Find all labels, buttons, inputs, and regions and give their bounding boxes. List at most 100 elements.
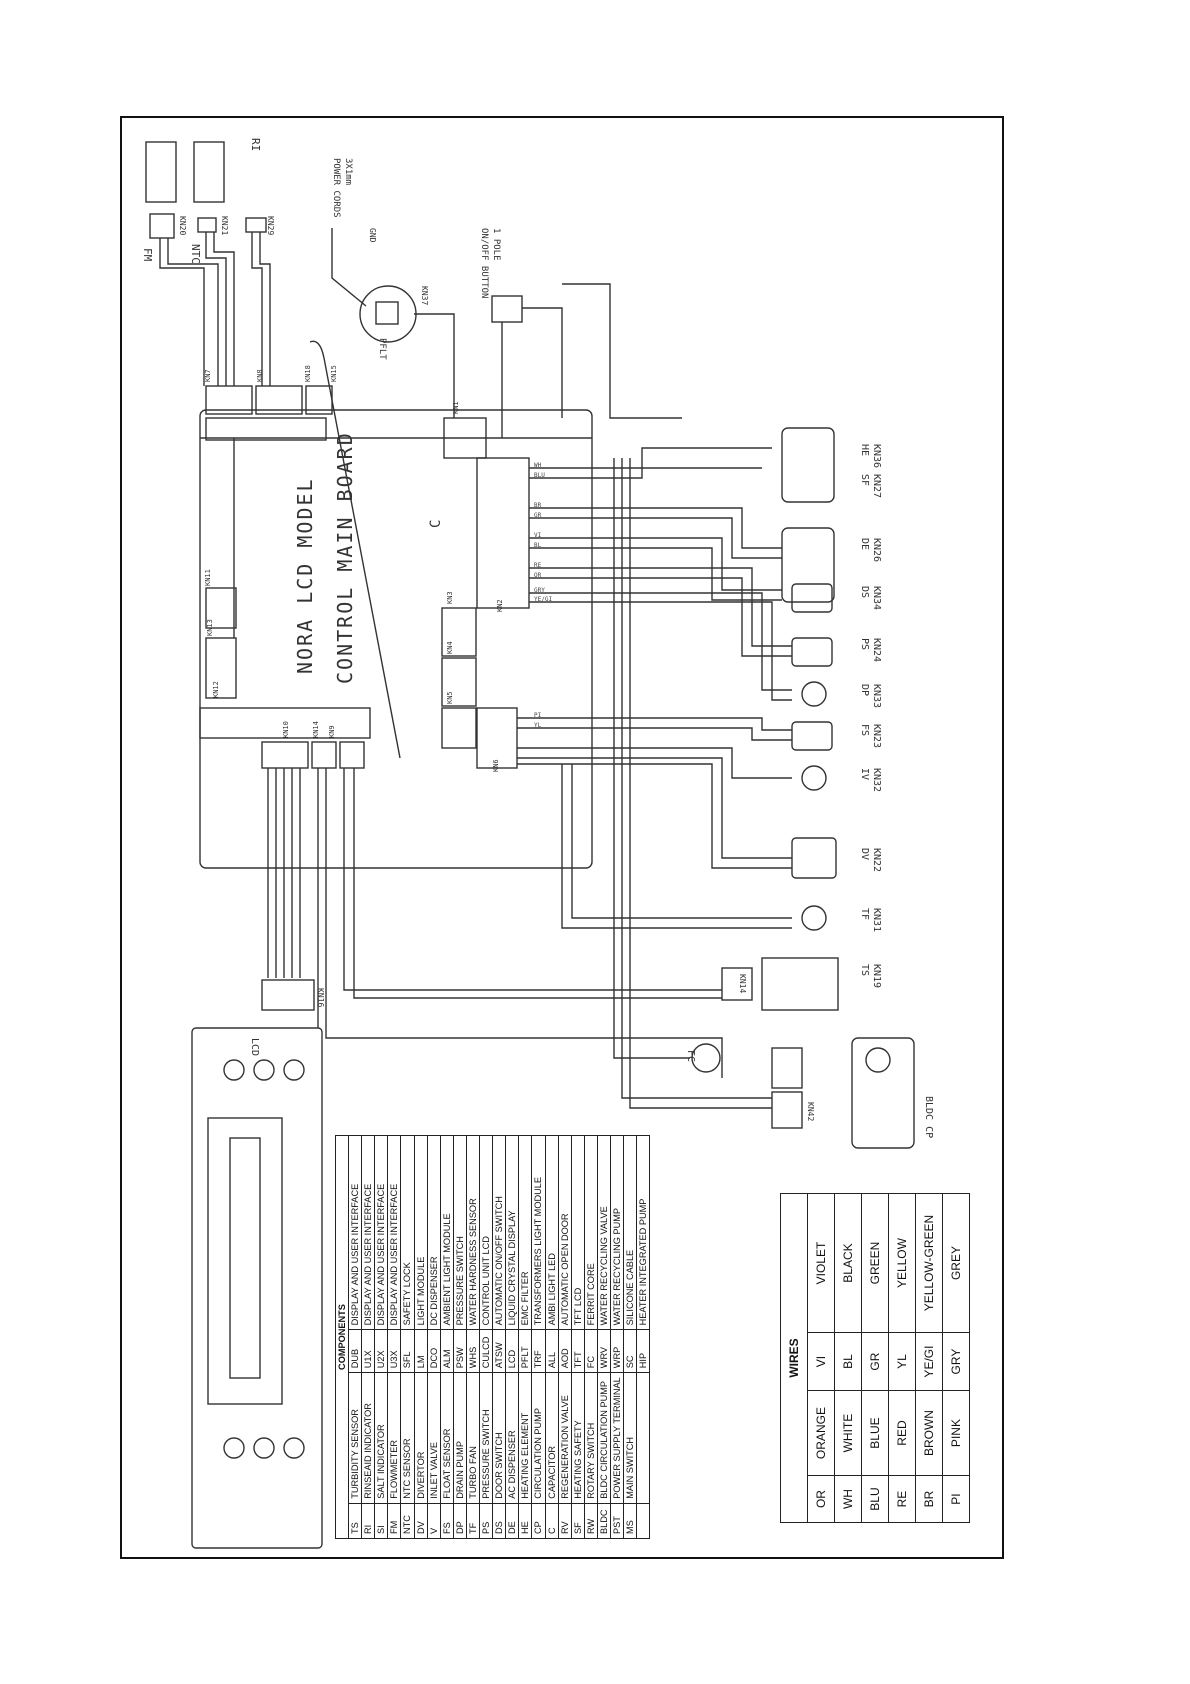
power-cords-spec: 3X1mm [343, 158, 353, 185]
component-code: SF [571, 1503, 585, 1539]
wire-code: BLU [861, 1475, 889, 1523]
component-code: PS [479, 1503, 493, 1539]
component-description: SAFETY LOCK [400, 1135, 415, 1330]
board-connector-label: KN3 [446, 591, 454, 604]
component-description: PRESSURE SWITCH [479, 1372, 493, 1504]
component-code: LCD [505, 1329, 519, 1373]
lcd-screen [207, 1117, 283, 1405]
right-component-code: PS [859, 638, 870, 650]
kn1-connector [443, 417, 487, 459]
component-description: POWER SUPPLY TERMINAL [610, 1372, 624, 1504]
de-module [781, 527, 835, 603]
component-description: LIGHT MODULE [414, 1135, 428, 1330]
control-board-outline [199, 409, 593, 869]
board-connector-label: KN10 [282, 721, 290, 738]
lcd-label: LCD [249, 1038, 260, 1056]
kn7-connector [205, 385, 253, 415]
wire-code: GRY [942, 1332, 970, 1391]
kn21-label: KN21 [220, 216, 229, 235]
component-description: SILICONE CABLE [623, 1135, 637, 1330]
wire-tag: VI [534, 532, 542, 539]
component-code: WHS [466, 1329, 480, 1373]
right-component-code: SF [859, 474, 870, 486]
component-description: PRESSURE SWITCH [453, 1135, 467, 1330]
board-connector-label: KN13 [206, 619, 214, 636]
component-description: HEATING SAFETY [571, 1372, 585, 1504]
component-code: DP [453, 1503, 467, 1539]
component-description: AUTOMATIC OPEN DOOR [558, 1135, 572, 1330]
component-code: TS [348, 1503, 362, 1539]
component-code: DUB [348, 1329, 362, 1373]
wire-tag: WH [534, 462, 542, 469]
wire-color: BROWN [915, 1390, 943, 1476]
board-connector-label: KN1 [452, 401, 460, 414]
component-code: DV [414, 1503, 428, 1539]
component-code: TFT [571, 1329, 585, 1373]
component-code: SFL [400, 1329, 415, 1373]
kn6-connector [476, 707, 518, 769]
component-code [636, 1503, 650, 1539]
component-description: DISPLAY AND USER INTERFACE [348, 1135, 362, 1330]
component-description: TURBIDITY SENSOR [348, 1372, 362, 1504]
component-code: NTC [400, 1503, 415, 1539]
wire-code: VI [807, 1332, 835, 1391]
component-code: RI [361, 1503, 375, 1539]
wire-tag: GRY [534, 587, 545, 594]
board-connector-label: KN4 [446, 641, 454, 654]
component-code: CP [531, 1503, 545, 1539]
board-connector-label: KN8 [256, 369, 264, 382]
board-model: NORA LCD MODEL [293, 477, 317, 674]
dp-pump [801, 681, 827, 707]
right-component-code: DS [859, 586, 870, 598]
right-component-connector: KN32 [871, 768, 882, 792]
right-component-code: FS [859, 724, 870, 736]
component-code: DS [492, 1503, 506, 1539]
component-code: WRP [610, 1329, 624, 1373]
wire-tag: PI [534, 712, 542, 719]
board-connector-label: KN12 [212, 681, 220, 698]
kn8-connector [255, 385, 303, 415]
component-code: TRF [531, 1329, 545, 1373]
component-description: AMBI LIGHT LED [545, 1135, 559, 1330]
component-description: TFT LCD [571, 1135, 585, 1330]
kn37-label: KN37 [420, 286, 429, 305]
board-connector-label: KN9 [328, 725, 336, 738]
tf-fan [801, 905, 827, 931]
right-component-connector: KN27 [871, 474, 882, 498]
right-component-code: DP [859, 684, 870, 696]
wire-color: YELLOW-GREEN [915, 1193, 943, 1333]
right-component-connector: KN22 [871, 848, 882, 872]
component-description: BLDC CIRCULATION PUMP [597, 1372, 611, 1504]
kn16-label: KN16 [316, 988, 325, 1007]
component-description: FLOAT SENSOR [440, 1372, 454, 1504]
wire-code: YL [888, 1332, 916, 1391]
wire-code: YE/GI [915, 1332, 943, 1391]
wire-color: YELLOW [888, 1193, 916, 1333]
component-code: PSW [453, 1329, 467, 1373]
component-description: FLOWMETER [387, 1372, 401, 1504]
component-description: AC DISPENSER [505, 1372, 519, 1504]
bldc-label: BLDC CP [923, 1096, 934, 1138]
component-description: ROTARY SWITCH [584, 1372, 598, 1504]
board-connector-label: KN6 [492, 759, 500, 772]
wire-tag: YE/GI [534, 596, 552, 603]
kn14-label: KN14 [738, 974, 747, 993]
fm-box [145, 141, 177, 203]
